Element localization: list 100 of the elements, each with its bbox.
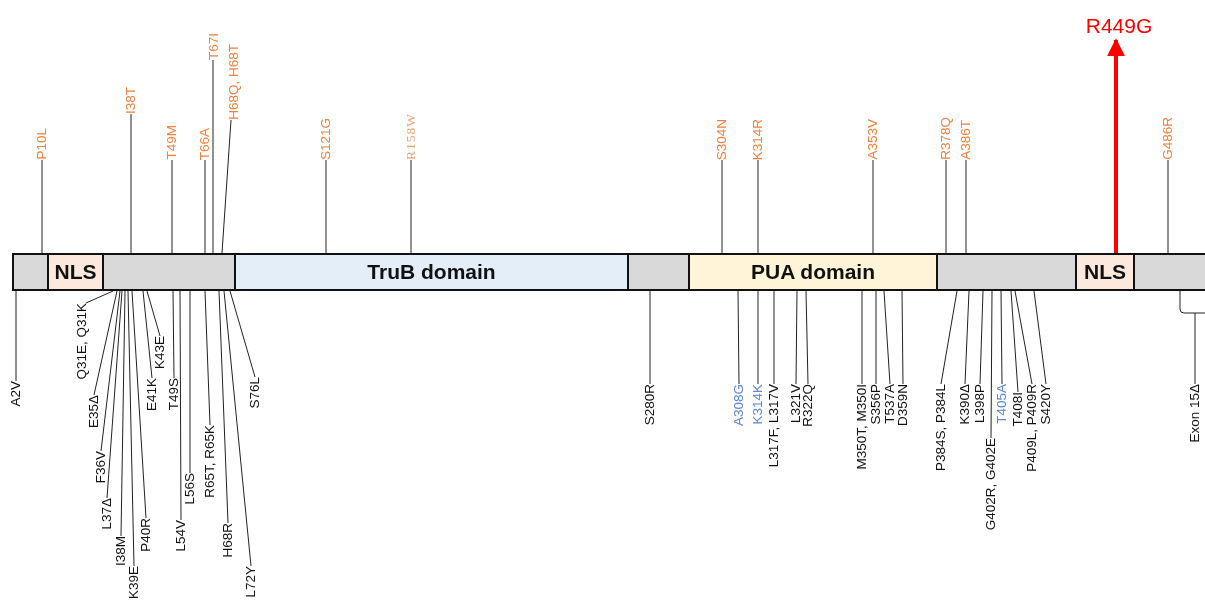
mutation-label: L54V xyxy=(174,520,188,552)
leader-line xyxy=(204,159,206,254)
leader-line xyxy=(872,159,874,254)
leader-line xyxy=(127,290,135,567)
leader-line xyxy=(223,290,252,567)
mutation-label: T405A xyxy=(995,384,1009,424)
leader-line xyxy=(805,290,809,385)
mutation-label: L398P xyxy=(973,384,987,424)
leader-line xyxy=(204,290,211,426)
leader-line xyxy=(979,290,984,385)
mutation-label: M350T, M350I xyxy=(855,384,869,470)
leader-line xyxy=(875,290,877,385)
leader-line xyxy=(131,290,147,519)
mutation-label: I38T xyxy=(124,87,138,114)
mutation-label: T49S xyxy=(167,378,181,411)
arrow xyxy=(1107,38,1125,253)
mutation-label: S304N xyxy=(715,118,729,160)
mutation-label: D359N xyxy=(896,384,910,427)
mutation-label: T67I xyxy=(207,33,221,60)
domain-box: NLS xyxy=(1075,253,1135,291)
mutation-label: S420Y xyxy=(1039,384,1053,425)
leader-line xyxy=(410,159,412,254)
mutation-label: R65T, R65K xyxy=(203,425,217,498)
mutation-label: S76L xyxy=(248,377,262,409)
mutation-label: K314R xyxy=(751,118,765,160)
leader-line xyxy=(965,159,967,254)
mutation-label: S121G xyxy=(319,117,333,160)
leader-line xyxy=(945,159,947,254)
leader-line xyxy=(221,119,232,254)
leader-line xyxy=(85,290,114,304)
mutation-label: P409L, P409R xyxy=(1025,384,1039,472)
leader-line xyxy=(990,290,993,439)
mutation-label: P40R xyxy=(139,518,153,552)
leader-line xyxy=(940,290,958,385)
mutation-label: A353V xyxy=(866,119,880,160)
leader-line xyxy=(142,290,153,379)
leader-line xyxy=(1179,290,1205,385)
leader-line xyxy=(757,159,759,254)
mutation-label: Exon 15Δ xyxy=(1188,384,1202,443)
leader-line xyxy=(1014,290,1033,385)
leader-line xyxy=(1010,290,1019,393)
leader-line xyxy=(1167,159,1169,254)
mutation-label: T49M xyxy=(165,125,179,160)
mutation-label: I38M xyxy=(114,536,128,566)
leader-line xyxy=(325,159,327,254)
mutation-label: L56S xyxy=(183,473,197,505)
leader-line xyxy=(15,290,17,382)
leader-line xyxy=(883,290,891,385)
mutation-label: S356P xyxy=(869,384,883,425)
mutation-label: T537A xyxy=(883,384,897,424)
leader-line xyxy=(106,290,123,499)
protein-segment xyxy=(102,253,236,291)
leader-line xyxy=(179,290,182,521)
leader-line xyxy=(172,290,175,379)
leader-line xyxy=(773,290,775,385)
leader-line xyxy=(964,290,970,385)
mutation-label: K314K xyxy=(751,384,765,425)
leader-line xyxy=(901,290,904,385)
mutation-label: S280R xyxy=(643,384,657,426)
mutation-label: P10L xyxy=(35,128,49,160)
leader-line xyxy=(146,290,161,337)
leader-line xyxy=(757,290,759,385)
domain-box: TruB domain xyxy=(234,253,629,291)
mutation-label: T408I xyxy=(1011,392,1025,427)
mutation-label: F36V xyxy=(94,451,108,484)
mutation-label: K43E xyxy=(153,336,167,370)
protein-segment xyxy=(627,253,690,291)
leader-line xyxy=(795,290,798,385)
domain-box: NLS xyxy=(47,253,104,291)
mutation-label: L321V xyxy=(789,384,803,424)
leader-line xyxy=(212,59,214,254)
mutation-label: G402R, G402E xyxy=(984,438,998,531)
leader-line xyxy=(130,113,132,254)
mutation-label: T66A xyxy=(198,127,212,160)
mutation-label: L317F, L317V xyxy=(767,384,781,468)
leader-line xyxy=(218,290,229,524)
leader-line xyxy=(721,159,723,254)
mutation-label: Q31E, Q31K xyxy=(75,303,89,380)
leader-line xyxy=(1033,290,1047,385)
leader-line xyxy=(171,159,173,254)
mutation-label: K39E xyxy=(127,566,141,600)
protein-segment xyxy=(936,253,1077,291)
mutation-label: H68Q, H68T xyxy=(227,44,241,120)
mutation-label: E35Δ xyxy=(87,395,101,429)
leader-line xyxy=(229,290,256,378)
leader-line xyxy=(189,290,191,474)
leader-line xyxy=(861,290,863,385)
mutation-label: G486R xyxy=(1161,117,1175,160)
domain-box: PUA domain xyxy=(688,253,938,291)
protein-segment xyxy=(1133,253,1205,291)
leader-line xyxy=(41,159,43,254)
leader-line xyxy=(1000,290,1003,385)
mutation-label: K390Δ xyxy=(958,384,972,425)
mutation-label: A2V xyxy=(9,381,23,407)
leader-line xyxy=(93,290,118,396)
mutation-label: A308G xyxy=(732,384,746,427)
leader-line xyxy=(649,290,651,385)
mutation-label: R158W xyxy=(404,113,418,160)
mutation-label: L72Y xyxy=(244,566,258,598)
mutation-label: R378Q xyxy=(939,117,953,160)
